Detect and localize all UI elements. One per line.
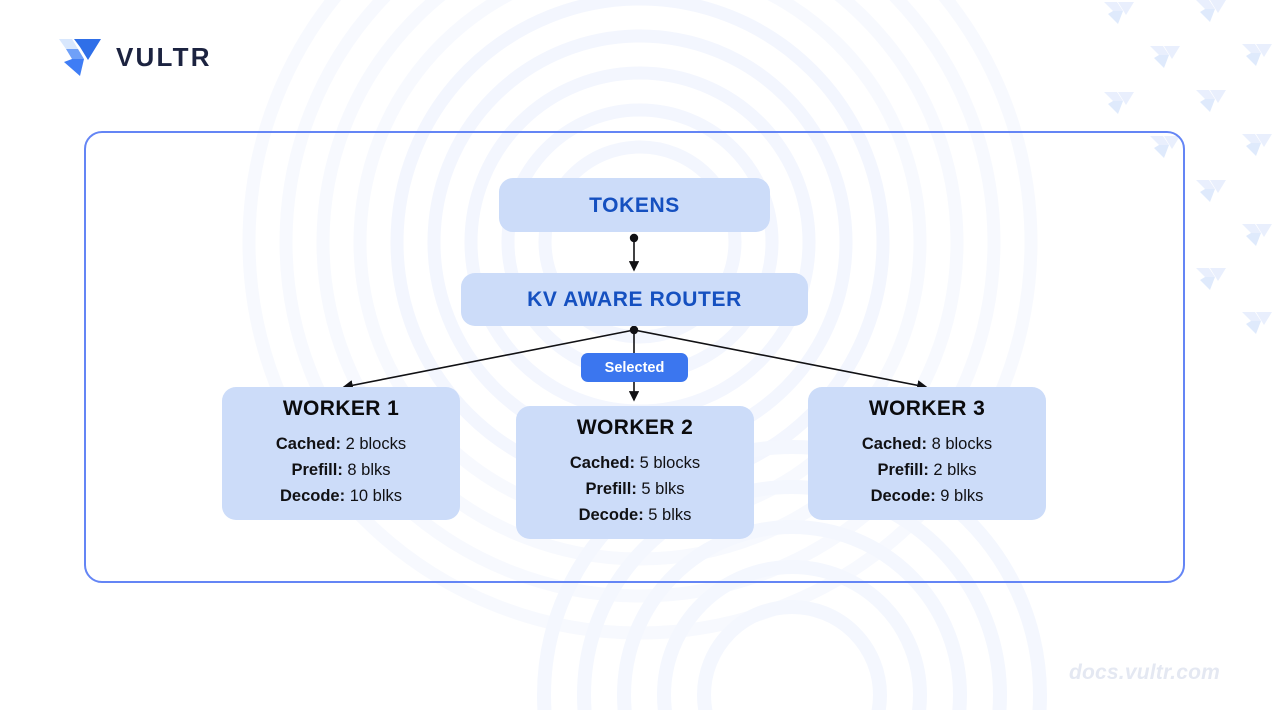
worker-3-stat-decode: Decode: 9 blks: [871, 483, 984, 509]
worker-2-stat-decode: Decode: 5 blks: [579, 502, 692, 528]
selected-badge[interactable]: Selected: [581, 353, 688, 382]
node-router-label: KV AWARE ROUTER: [527, 288, 742, 311]
node-kv-aware-router[interactable]: KV AWARE ROUTER: [461, 273, 808, 326]
vultr-v-logo-icon: [59, 39, 101, 76]
worker-2-cached-key: Cached:: [569, 454, 635, 472]
worker-2-prefill-key: Prefill:: [585, 480, 637, 498]
worker-2-title: WORKER 2: [576, 416, 694, 439]
node-worker-2[interactable]: WORKER 2 Cached: 5 blocks Prefill: 5 blk…: [516, 406, 754, 539]
worker-2-prefill-value: 5 blks: [641, 480, 685, 498]
worker-3-decode-key: Decode:: [870, 487, 936, 505]
worker-1-stat-decode: Decode: 10 blks: [280, 483, 402, 509]
worker-3-stat-prefill: Prefill: 2 blks: [877, 457, 976, 483]
worker-2-cached-value: 5 blocks: [639, 454, 701, 472]
worker-1-prefill-key: Prefill:: [291, 461, 343, 479]
worker-1-title: WORKER 1: [282, 397, 400, 420]
worker-3-prefill-value: 2 blks: [933, 461, 977, 479]
worker-2-stat-cached: Cached: 5 blocks: [570, 450, 700, 476]
worker-3-cached-key: Cached:: [861, 435, 927, 453]
worker-3-cached-value: 8 blocks: [931, 435, 993, 453]
worker-3-stat-cached: Cached: 8 blocks: [862, 431, 992, 457]
worker-1-stat-prefill: Prefill: 8 blks: [291, 457, 390, 483]
brand-wordmark: VULTR: [116, 42, 212, 72]
node-tokens-label: TOKENS: [589, 193, 680, 217]
worker-3-prefill-key: Prefill:: [877, 461, 929, 479]
brand-logo: VULTR: [58, 36, 212, 78]
worker-3-decode-value: 9 blks: [940, 487, 984, 505]
worker-1-decode-value: 10 blks: [349, 487, 402, 505]
worker-1-decode-key: Decode:: [280, 487, 346, 505]
worker-1-prefill-value: 8 blks: [347, 461, 391, 479]
worker-2-stat-prefill: Prefill: 5 blks: [585, 476, 684, 502]
worker-2-decode-key: Decode:: [578, 506, 644, 524]
worker-2-decode-value: 5 blks: [648, 506, 692, 524]
worker-3-title: WORKER 3: [868, 397, 986, 420]
worker-1-stat-cached: Cached: 2 blocks: [276, 431, 406, 457]
node-worker-1[interactable]: WORKER 1 Cached: 2 blocks Prefill: 8 blk…: [222, 387, 460, 520]
worker-1-cached-value: 2 blocks: [345, 435, 407, 453]
node-tokens[interactable]: TOKENS: [499, 178, 770, 232]
node-worker-3[interactable]: WORKER 3 Cached: 8 blocks Prefill: 2 blk…: [808, 387, 1046, 520]
worker-1-cached-key: Cached:: [275, 435, 341, 453]
docs-watermark: docs.vultr.com: [1068, 661, 1220, 684]
